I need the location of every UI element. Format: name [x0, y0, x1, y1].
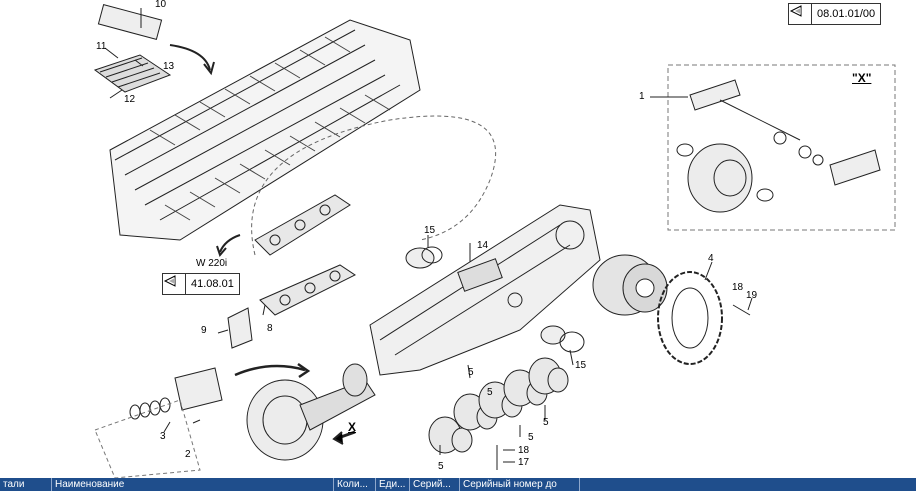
part-label-5[interactable]: 5	[528, 432, 534, 443]
part-label-8[interactable]: 8	[267, 323, 273, 334]
view-label: "X"	[852, 71, 872, 85]
back-arrow-icon	[789, 4, 812, 24]
part-label-15[interactable]: 15	[575, 360, 587, 371]
part-label-9[interactable]: 9	[201, 325, 207, 336]
reference-link-top[interactable]: 08.01.01/00	[788, 3, 882, 25]
part-label-5[interactable]: 5	[438, 461, 444, 472]
part-label-5[interactable]: 5	[543, 417, 549, 428]
model-label: W 220i	[196, 258, 228, 269]
column-header-name[interactable]: Наименование	[52, 478, 334, 491]
column-header-filler	[580, 478, 916, 491]
part-label-12[interactable]: 12	[124, 94, 136, 105]
diagram-drawing	[93, 3, 896, 478]
parts-table-header: тали Наименование Коли... Еди... Серий..…	[0, 478, 916, 491]
part-label-14[interactable]: 14	[477, 240, 489, 251]
column-header-part[interactable]: тали	[0, 478, 52, 491]
part-label-13[interactable]: 13	[163, 61, 175, 72]
part-label-15[interactable]: 15	[424, 225, 436, 236]
reference-link-left[interactable]: 41.08.01	[162, 273, 240, 295]
reference-code: 08.01.01/00	[817, 8, 876, 20]
part-label-1[interactable]: 1	[639, 91, 645, 102]
part-label-5[interactable]: 5	[468, 367, 474, 378]
part-label-3[interactable]: 3	[160, 431, 166, 442]
back-arrow-icon	[163, 274, 186, 294]
part-label-11[interactable]: 11	[96, 41, 107, 52]
part-label-17[interactable]: 17	[518, 457, 530, 468]
reference-code: 41.08.01	[191, 278, 234, 290]
part-label-2[interactable]: 2	[185, 449, 191, 460]
part-label-5[interactable]: 5	[487, 387, 493, 398]
column-header-unit[interactable]: Еди...	[376, 478, 410, 491]
column-header-serial-to[interactable]: Серийный номер до	[460, 478, 580, 491]
part-label-18[interactable]: 18	[518, 445, 530, 456]
exploded-parts-diagram: 08.01.01/00 41.08.01 W 220i "X" X 1 2 3 …	[93, 0, 896, 478]
column-header-serial-from[interactable]: Серий...	[410, 478, 460, 491]
direction-label: X	[348, 420, 357, 434]
part-label-18[interactable]: 18	[732, 282, 744, 293]
part-label-10[interactable]: 10	[155, 0, 167, 10]
part-label-4[interactable]: 4	[708, 253, 714, 264]
part-label-19[interactable]: 19	[746, 290, 758, 301]
column-header-quantity[interactable]: Коли...	[334, 478, 376, 491]
